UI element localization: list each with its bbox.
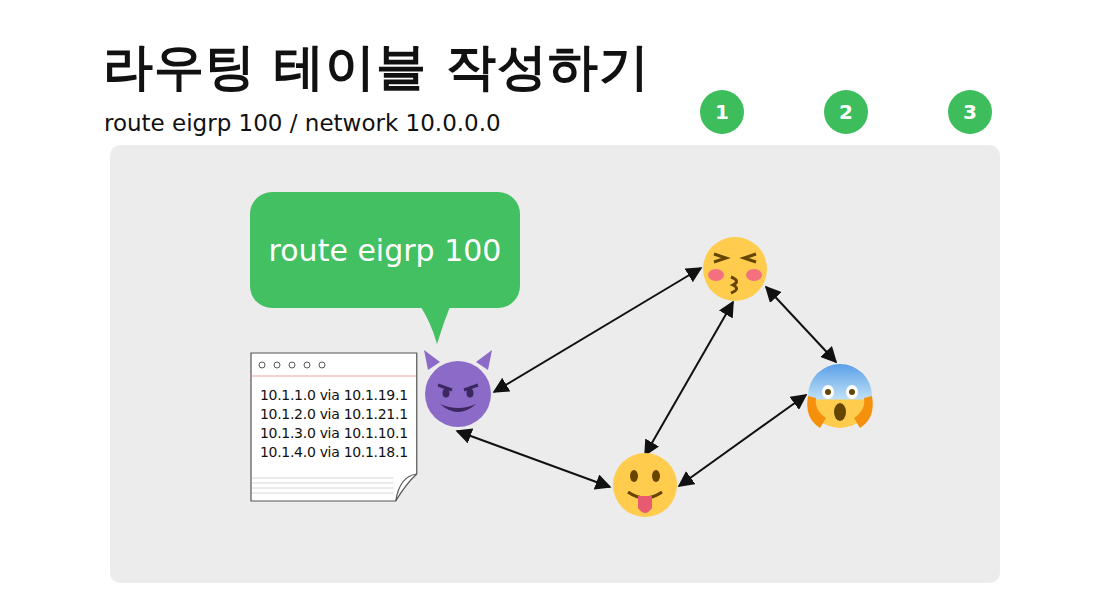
panel [110,145,1000,583]
number-text: 3 [963,100,977,124]
callout-number: 1 [700,90,744,134]
devil-face [424,350,492,427]
bubble-text: route eigrp 100 [269,233,502,268]
tongue-face [613,453,677,517]
route-entry: 10.1.3.0 via 10.1.10.1 [260,424,408,443]
route-entry: 10.1.2.0 via 10.1.21.1 [260,405,408,424]
scream-face [807,364,873,428]
note-paper: 10.1.1.0 via 10.1.19.110.1.2.0 via 10.1.… [250,352,418,502]
number-text: 2 [839,100,853,124]
title: 라우팅 테이블 작성하기 [103,34,650,101]
callout-number: 3 [948,90,992,134]
route-entry: 10.1.4.0 via 10.1.18.1 [260,443,408,462]
speech-bubble: route eigrp 100 [250,192,520,308]
callout-number: 2 [824,90,868,134]
number-text: 1 [715,100,729,124]
subtitle: route eigrp 100 / network 10.0.0.0 [104,110,501,136]
bubble-tail [417,304,457,346]
kissing-face [703,237,767,301]
route-entry: 10.1.1.0 via 10.1.19.1 [260,386,408,405]
